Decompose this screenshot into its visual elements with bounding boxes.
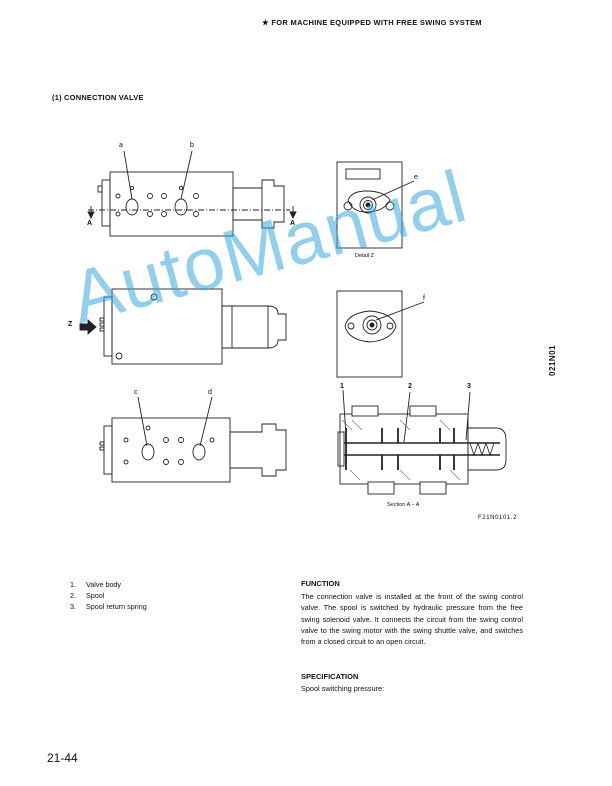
list-item: 2. Spool [70, 590, 147, 601]
specification-text: Spool switching pressure: [301, 684, 385, 693]
valve-top-view [87, 150, 297, 237]
header-note: ★ FOR MACHINE EQUIPPED WITH FREE SWING S… [262, 18, 482, 27]
list-item: 3. Spool return spring [70, 601, 147, 612]
section-title: (1) CONNECTION VALVE [52, 93, 144, 102]
label-a-right: A [290, 220, 296, 227]
specification-heading: SPECIFICATION [301, 672, 359, 681]
part-name: Spool return spring [86, 602, 147, 611]
part-name: Valve body [86, 580, 122, 589]
part-number: 2. [70, 591, 76, 600]
label-d: d [208, 389, 212, 396]
part-number: 1. [70, 580, 76, 589]
label-f: f [423, 295, 425, 302]
section-caption: Section A – A [387, 502, 420, 508]
label-e: e [414, 174, 418, 181]
function-text: The connection valve is installed at the… [301, 592, 523, 647]
part-name: Spool [86, 591, 105, 600]
detail-f-view [336, 290, 425, 378]
figure-code: F21N0101.2 [478, 515, 518, 521]
valve-side-view [79, 288, 287, 365]
part-number: 3. [70, 602, 76, 611]
label-b: b [190, 142, 194, 149]
detail-z-caption: Detail Z [355, 253, 374, 259]
label-2: 2 [408, 383, 412, 390]
detail-z-view [336, 161, 415, 249]
list-item: 1. Valve body [70, 579, 147, 590]
label-a: a [119, 142, 123, 149]
side-code: 021N01 [548, 344, 557, 376]
valve-bottom-view [99, 396, 287, 483]
label-1: 1 [340, 383, 344, 390]
function-heading: FUNCTION [301, 579, 340, 588]
label-c: c [134, 389, 138, 396]
label-3: 3 [467, 383, 471, 390]
section-a-a-view [337, 389, 507, 495]
page-number: 21-44 [47, 751, 78, 765]
parts-list: 1. Valve body 2. Spool 3. Spool return s… [70, 579, 147, 612]
label-z: Z [68, 321, 73, 328]
label-a-left: A [87, 220, 93, 227]
